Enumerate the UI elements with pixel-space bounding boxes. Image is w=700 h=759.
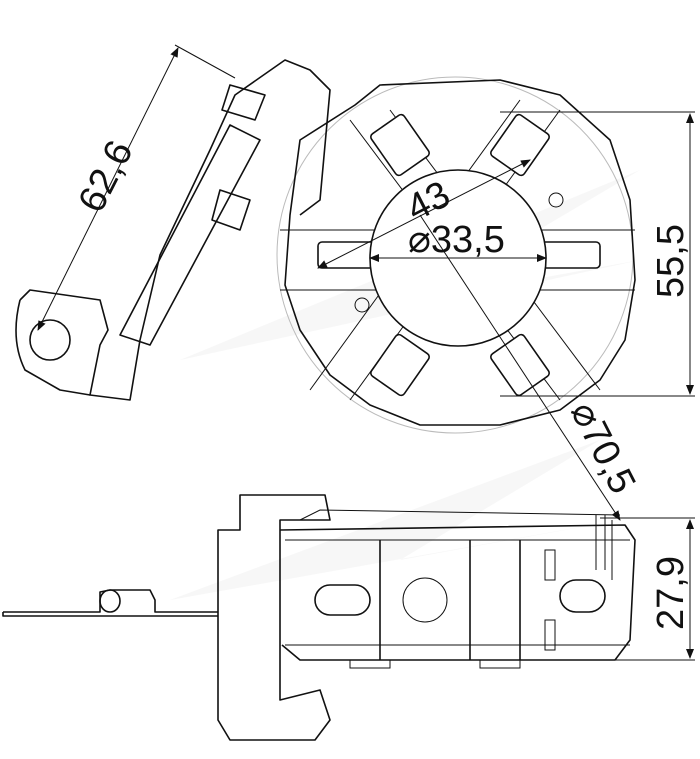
dim-label-33-5: ⌀33,5: [408, 219, 505, 261]
dim-label-70-5: ⌀70,5: [562, 395, 643, 500]
side-view: [2, 494, 636, 741]
dim-label-62-6: 62,6: [71, 134, 142, 219]
dimension-arm-length: 62,6: [37, 44, 236, 331]
dimension-height-top: 55,5: [500, 111, 695, 397]
dimension-inner-diameter: ⌀33,5: [369, 219, 547, 262]
dim-label-55-5: 55,5: [650, 224, 692, 298]
dimension-height-side: 27,9: [600, 517, 695, 661]
dim-label-27-9: 27,9: [650, 556, 692, 630]
housing-outline: [284, 79, 636, 426]
